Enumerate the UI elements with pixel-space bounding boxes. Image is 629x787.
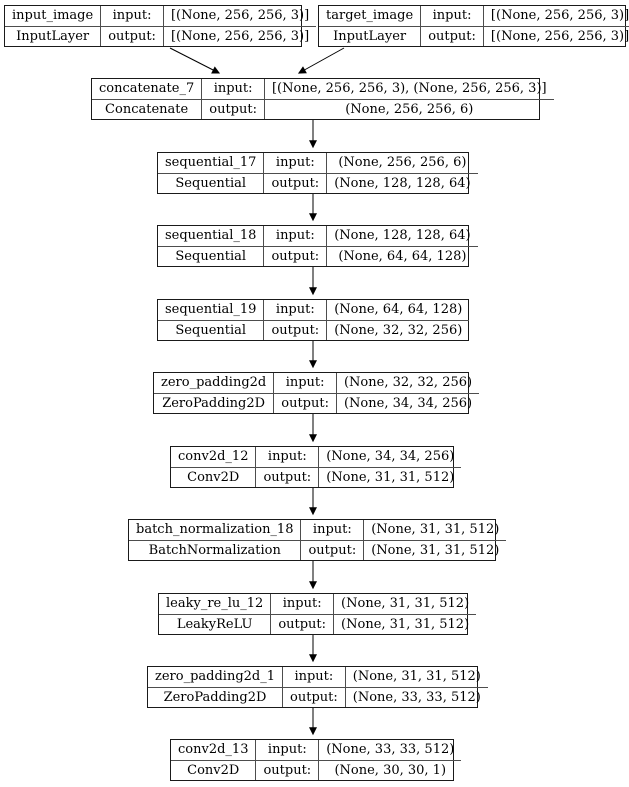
input-shape: (None, 31, 31, 512) [344, 667, 488, 687]
layer-type: InputLayer [5, 26, 101, 46]
node-zero-padding2d-1: zero_padding2d_1 input: (None, 31, 31, 5… [147, 666, 488, 708]
output-shape: (None, 64, 64, 128) [326, 246, 478, 266]
layer-name: sequential_19 [165, 302, 257, 317]
layer-name: sequential_18 [165, 228, 257, 243]
input-shape: (None, 33, 33, 512) [318, 740, 461, 760]
layer-type: Sequential [158, 173, 264, 193]
output-label: output: [255, 467, 319, 487]
layer-type: Concatenate [92, 99, 202, 119]
layer-type: InputLayer [319, 26, 421, 46]
node-leaky-re-lu-12: leaky_re_lu_12 input: (None, 31, 31, 512… [158, 593, 477, 635]
output-shape: (None, 128, 128, 64) [326, 173, 478, 193]
node-input-image: input_image input: [(None, 256, 256, 3)]… [4, 5, 317, 47]
input-label: input: [255, 740, 318, 760]
output-shape: [(None, 256, 256, 3)] [162, 26, 317, 46]
output-shape: [(None, 256, 256, 3)] [482, 26, 629, 46]
output-shape: (None, 32, 32, 256) [326, 320, 470, 340]
node-batch-normalization-18: batch_normalization_18 input: (None, 31,… [128, 519, 507, 561]
layer-type: Conv2D [171, 467, 256, 487]
output-label: output: [100, 26, 163, 46]
layer-name: sequential_17 [165, 155, 257, 170]
input-label: input: [263, 300, 326, 320]
input-label: input: [420, 6, 483, 26]
output-label: output: [300, 540, 364, 560]
input-shape: (None, 34, 34, 256) [318, 447, 461, 467]
input-label: input: [263, 153, 326, 173]
output-shape: (None, 30, 30, 1) [318, 760, 462, 780]
input-label: input: [273, 373, 336, 393]
input-shape: (None, 31, 31, 512) [333, 594, 476, 614]
node-target-image: target_image input: [(None, 256, 256, 3)… [318, 5, 629, 47]
input-shape: (None, 256, 256, 6) [326, 153, 477, 173]
output-shape: (None, 31, 31, 512) [318, 467, 462, 487]
layer-name: zero_padding2d [161, 375, 267, 390]
output-label: output: [270, 614, 334, 634]
output-shape: (None, 33, 33, 512) [344, 687, 488, 707]
input-shape: (None, 31, 31, 512) [363, 520, 506, 540]
layer-name: target_image [326, 8, 414, 23]
layer-name: leaky_re_lu_12 [166, 596, 264, 611]
input-label: input: [100, 6, 163, 26]
layer-name: conv2d_13 [178, 742, 249, 757]
edge-input-image-to-concatenate [169, 47, 221, 74]
node-sequential-19: sequential_19 input: (None, 64, 64, 128)… [157, 299, 470, 341]
edge-target-image-to-concatenate [297, 47, 345, 74]
node-conv2d-13: conv2d_13 input: (None, 33, 33, 512) Con… [170, 739, 462, 781]
layer-name: concatenate_7 [99, 81, 195, 96]
layer-name: conv2d_12 [178, 449, 249, 464]
layer-name: batch_normalization_18 [136, 522, 294, 537]
input-shape: (None, 32, 32, 256) [335, 373, 479, 393]
output-shape: (None, 34, 34, 256) [335, 393, 480, 413]
input-label: input: [201, 79, 264, 99]
layer-name: zero_padding2d_1 [155, 669, 276, 684]
input-label: input: [270, 594, 333, 614]
node-concatenate-7: concatenate_7 input: [(None, 256, 256, 3… [91, 78, 554, 120]
output-label: output: [263, 173, 327, 193]
input-shape: [(None, 256, 256, 3)] [482, 6, 629, 26]
output-label: output: [263, 320, 327, 340]
layer-type: LeakyReLU [159, 614, 271, 634]
node-sequential-17: sequential_17 input: (None, 256, 256, 6)… [157, 152, 478, 194]
node-zero-padding2d: zero_padding2d input: (None, 32, 32, 256… [153, 372, 480, 414]
layer-type: ZeroPadding2D [148, 687, 283, 707]
output-label: output: [255, 760, 319, 780]
output-label: output: [263, 246, 327, 266]
input-label: input: [282, 667, 345, 687]
input-label: input: [300, 520, 363, 540]
output-label: output: [201, 99, 264, 119]
output-shape: (None, 31, 31, 512) [333, 614, 477, 634]
node-sequential-18: sequential_18 input: (None, 128, 128, 64… [157, 225, 478, 267]
input-label: input: [255, 447, 318, 467]
output-label: output: [420, 26, 483, 46]
layer-type: Sequential [158, 246, 264, 266]
output-label: output: [282, 687, 345, 707]
output-shape: (None, 256, 256, 6) [263, 99, 554, 119]
input-shape: (None, 64, 64, 128) [326, 300, 469, 320]
layer-type: ZeroPadding2D [154, 393, 274, 413]
layer-type: BatchNormalization [129, 540, 301, 560]
output-label: output: [273, 393, 336, 413]
input-shape: [(None, 256, 256, 3), (None, 256, 256, 3… [263, 79, 554, 99]
output-shape: (None, 31, 31, 512) [363, 540, 507, 560]
layer-type: Sequential [158, 320, 264, 340]
input-label: input: [263, 226, 326, 246]
input-shape: (None, 128, 128, 64) [326, 226, 477, 246]
layer-name: input_image [12, 8, 94, 23]
node-conv2d-12: conv2d_12 input: (None, 34, 34, 256) Con… [170, 446, 462, 488]
layer-type: Conv2D [171, 760, 256, 780]
input-shape: [(None, 256, 256, 3)] [162, 6, 316, 26]
